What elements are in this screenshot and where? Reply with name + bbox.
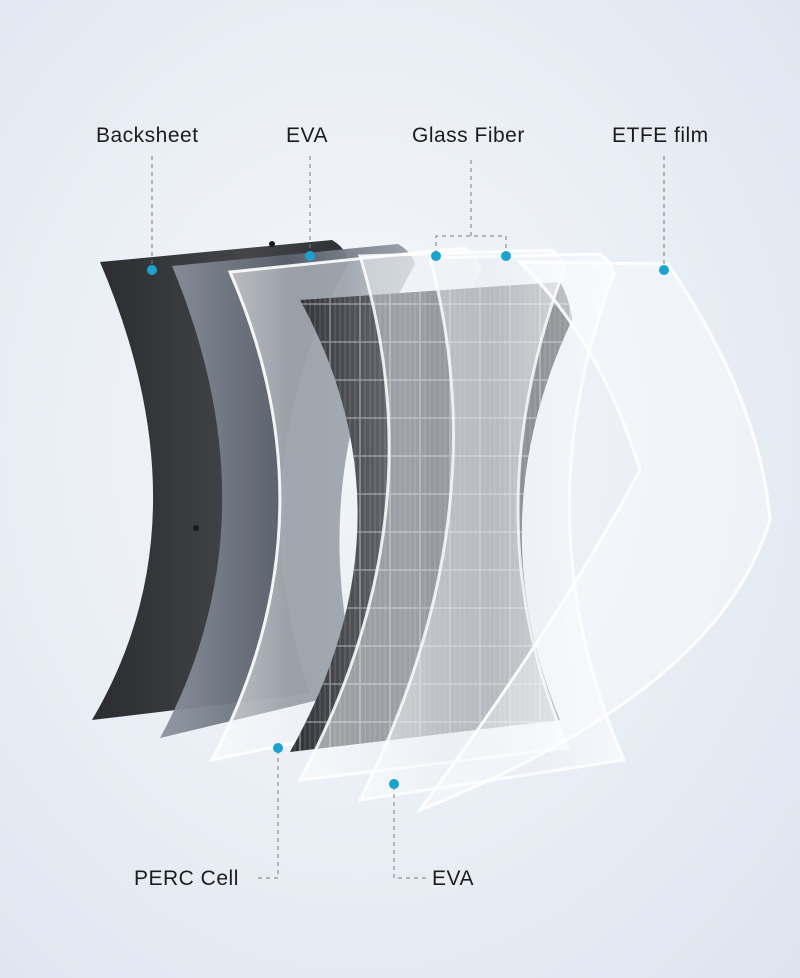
mounting-hole (269, 241, 275, 247)
glass-fiber-marker-1 (431, 251, 441, 261)
eva-bottom-label: EVA (432, 868, 474, 889)
perc-cell-marker (273, 743, 283, 753)
perc-cell-label: PERC Cell (134, 868, 239, 889)
eva-top-label: EVA (286, 125, 328, 146)
eva-top-marker (305, 251, 315, 261)
etfe-film-marker (659, 265, 669, 275)
glass-fiber-label: Glass Fiber (412, 125, 525, 146)
backsheet-marker (147, 265, 157, 275)
glass-fiber-marker-2 (501, 251, 511, 261)
etfe-film-label: ETFE film (612, 125, 709, 146)
backsheet-label: Backsheet (96, 125, 199, 146)
mounting-hole (193, 525, 199, 531)
eva-bottom-marker (389, 779, 399, 789)
